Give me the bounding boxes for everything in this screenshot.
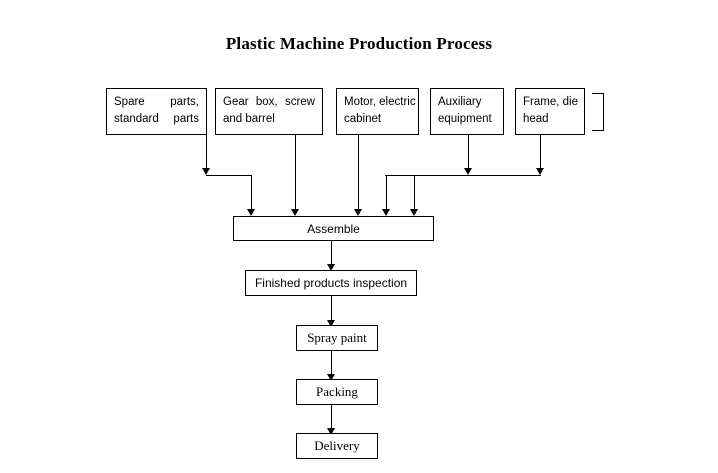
arrowhead-delivery xyxy=(327,428,335,435)
input-box-motor[interactable]: Motor, electric cabinet xyxy=(336,88,419,135)
connector-spray-paint-to-packing xyxy=(331,351,332,374)
arrowhead-right-bus-a-assemble xyxy=(382,209,390,216)
input-box-gear-box[interactable]: Gear box, screw and barrel xyxy=(215,88,323,135)
step-box-delivery[interactable]: Delivery xyxy=(296,433,378,459)
connector-auxiliary-vertical xyxy=(468,135,469,168)
step-box-packing[interactable]: Packing xyxy=(296,379,378,405)
input-box-auxiliary[interactable]: Auxiliary equipment xyxy=(430,88,504,135)
arrowhead-inspection xyxy=(327,264,335,271)
input-box-spare-parts-line1: Spare parts, xyxy=(114,96,199,108)
input-box-gear-box-line1: Gear box, screw xyxy=(223,96,315,108)
step-box-spray-paint[interactable]: Spray paint xyxy=(296,325,378,351)
connector-packing-to-delivery xyxy=(331,405,332,428)
arrowhead-gear-box-assemble xyxy=(291,209,299,216)
connector-gear-box-to-assemble xyxy=(295,135,296,209)
group-bracket-icon xyxy=(592,93,604,131)
input-box-frame-line1: Frame, die xyxy=(523,96,578,108)
arrowhead-spare-parts-elbow xyxy=(202,168,210,175)
input-box-frame[interactable]: Frame, die head xyxy=(515,88,585,135)
arrowhead-motor-assemble xyxy=(354,209,362,216)
connector-spare-parts-to-assemble xyxy=(251,175,252,209)
input-box-auxiliary-line1: Auxiliary xyxy=(438,96,482,108)
input-box-spare-parts[interactable]: Spare parts, standard parts xyxy=(106,88,207,135)
connector-assemble-to-inspection xyxy=(331,241,332,264)
step-box-inspection-label: Finished products inspection xyxy=(254,276,408,290)
arrowhead-auxiliary-elbow xyxy=(464,168,472,175)
arrowhead-frame-elbow xyxy=(536,168,544,175)
arrowhead-right-bus-b-assemble xyxy=(410,209,418,216)
connector-inspection-to-spray-paint xyxy=(331,296,332,320)
arrowhead-packing xyxy=(327,374,335,381)
connector-spare-parts-vertical xyxy=(206,135,207,168)
arrowhead-spray-paint xyxy=(327,320,335,327)
step-box-spray-paint-label: Spray paint xyxy=(307,330,367,345)
input-box-motor-line2: cabinet xyxy=(344,113,382,125)
connector-frame-vertical xyxy=(540,135,541,168)
arrowhead-spare-parts-assemble xyxy=(247,209,255,216)
connector-right-bus-horizontal xyxy=(385,175,541,176)
step-box-packing-label: Packing xyxy=(316,384,358,399)
connector-right-bus-drop-a xyxy=(386,175,387,209)
page-title: Plastic Machine Production Process xyxy=(225,34,493,53)
input-box-auxiliary-line2: equipment xyxy=(438,113,492,125)
connector-spare-parts-horizontal xyxy=(206,175,252,176)
step-box-delivery-label: Delivery xyxy=(314,438,360,453)
connector-right-bus-drop-b xyxy=(414,175,415,209)
input-box-gear-box-line2: and barrel xyxy=(223,113,275,125)
step-box-assemble[interactable]: Assemble xyxy=(233,216,434,241)
step-box-inspection[interactable]: Finished products inspection xyxy=(245,270,417,296)
input-box-motor-line1: Motor, electric xyxy=(344,96,416,108)
connector-motor-to-assemble xyxy=(358,135,359,209)
step-box-assemble-label: Assemble xyxy=(307,221,360,236)
input-box-frame-line2: head xyxy=(523,113,549,125)
input-box-spare-parts-line2: standard parts xyxy=(114,113,199,125)
